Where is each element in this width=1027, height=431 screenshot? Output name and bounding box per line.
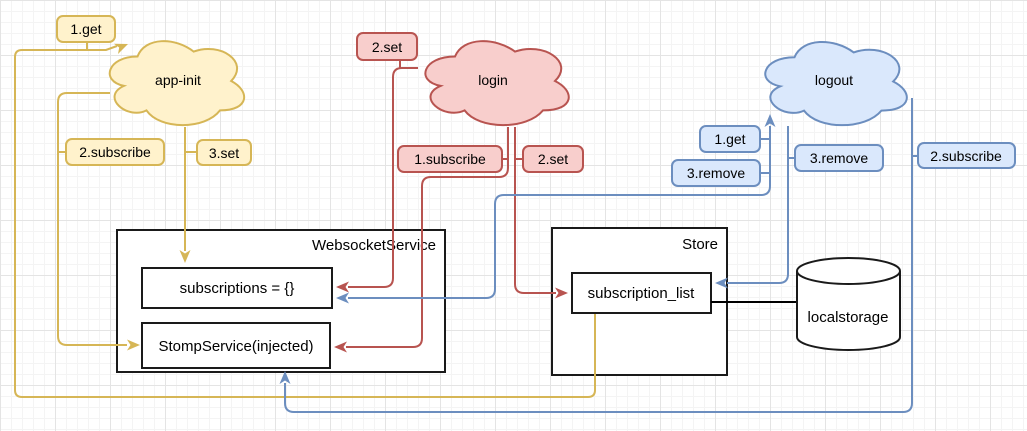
chip-logout-3remove-left-bg[interactable] bbox=[671, 159, 761, 187]
chip-logout-3remove-mid-bg[interactable] bbox=[794, 144, 884, 172]
edge-logout-remove-store bbox=[727, 126, 789, 284]
chip-logout-2subscribe-bg[interactable] bbox=[917, 142, 1016, 169]
login-cloud-shape[interactable] bbox=[424, 40, 570, 127]
chip-logout-3remove-mid[interactable]: 3.remove bbox=[794, 144, 884, 172]
chip-appinit-1get[interactable]: 1.get bbox=[56, 15, 116, 43]
login-cloud[interactable]: login bbox=[424, 40, 570, 127]
chip-logout-2subscribe[interactable]: 2.subscribe bbox=[917, 142, 1016, 169]
localstorage-cylinder[interactable]: localstorage bbox=[796, 257, 901, 351]
chip-appinit-3set[interactable]: 3.set bbox=[196, 139, 252, 166]
subscriptions-box[interactable]: subscriptions = {} bbox=[141, 267, 333, 309]
subscription-list-outline[interactable] bbox=[571, 272, 712, 314]
arrowhead-blue-into-sublist bbox=[715, 277, 728, 289]
edge-login-set-store bbox=[514, 127, 556, 294]
app-init-cloud-shape[interactable] bbox=[108, 40, 246, 127]
arrowhead-into-subscriptions-top bbox=[179, 250, 191, 263]
edge-login-subscribe bbox=[346, 127, 509, 348]
edge-appinit-subscribe bbox=[57, 92, 127, 346]
arrowhead-blue-into-subscriptions bbox=[336, 292, 349, 304]
subscription-list-box[interactable]: subscription_list bbox=[571, 272, 712, 314]
localstorage-label: localstorage bbox=[808, 309, 889, 326]
store-title: Store bbox=[682, 236, 718, 253]
stomp-service-box[interactable]: StompService(injected) bbox=[141, 322, 331, 369]
chip-logout-3remove-mid-label: 3.remove bbox=[810, 150, 869, 166]
subscriptions-outline[interactable] bbox=[141, 267, 333, 309]
logout-cloud[interactable]: logout bbox=[764, 41, 908, 127]
arrowhead-red-into-subscriptions bbox=[336, 281, 349, 293]
arrowhead-into-stomp-left bbox=[127, 339, 140, 351]
stomp-service-outline[interactable] bbox=[141, 322, 331, 369]
edge-logout-get-remove bbox=[348, 126, 771, 299]
app-init-cloud[interactable]: app-init bbox=[108, 40, 246, 127]
cylinder-top bbox=[796, 257, 901, 285]
chip-appinit-3set-label: 3.set bbox=[209, 145, 239, 161]
subscription-list-label: subscription_list bbox=[588, 285, 696, 302]
stomp-service-label: StompService(injected) bbox=[158, 338, 313, 355]
chip-login-2set-bottom[interactable]: 2.set bbox=[522, 145, 584, 173]
chip-logout-1get-label: 1.get bbox=[714, 131, 745, 147]
chip-appinit-1get-label: 1.get bbox=[70, 21, 101, 37]
arrowhead-blue-into-stomp-bottom bbox=[279, 371, 291, 384]
chip-appinit-2subscribe-label: 2.subscribe bbox=[79, 144, 151, 160]
chip-logout-3remove-left[interactable]: 3.remove bbox=[671, 159, 761, 187]
subscriptions-label: subscriptions = {} bbox=[180, 280, 295, 297]
chip-appinit-3set-bg[interactable] bbox=[196, 139, 252, 166]
chip-login-1subscribe[interactable]: 1.subscribe bbox=[397, 145, 503, 173]
chip-login-2set-top[interactable]: 2.set bbox=[356, 32, 418, 61]
chip-appinit-2subscribe-bg[interactable] bbox=[65, 138, 165, 166]
login-label: login bbox=[478, 72, 508, 88]
chip-login-2set-top-bg[interactable] bbox=[356, 32, 418, 61]
arrowhead-red-into-stomp bbox=[334, 341, 347, 353]
arrowhead-into-appinit bbox=[113, 43, 128, 54]
edge-appinit-get bbox=[14, 45, 596, 398]
chip-login-2set-top-label: 2.set bbox=[372, 39, 402, 55]
chip-logout-2subscribe-label: 2.subscribe bbox=[930, 148, 1002, 164]
edge-login-set-subscriptions bbox=[348, 67, 418, 288]
app-init-label: app-init bbox=[155, 72, 201, 88]
cylinder-body[interactable] bbox=[796, 271, 901, 351]
chip-login-2set-bottom-label: 2.set bbox=[538, 151, 568, 167]
logout-label: logout bbox=[815, 72, 853, 88]
chip-logout-1get-bg[interactable] bbox=[699, 125, 761, 153]
chip-appinit-2subscribe[interactable]: 2.subscribe bbox=[65, 138, 165, 166]
chip-login-1subscribe-bg[interactable] bbox=[397, 145, 503, 173]
websocket-service-title: WebsocketService bbox=[312, 237, 436, 254]
chip-login-1subscribe-label: 1.subscribe bbox=[414, 151, 486, 167]
arrowhead-red-into-sublist bbox=[555, 287, 568, 299]
chip-login-2set-bottom-bg[interactable] bbox=[522, 145, 584, 173]
chip-appinit-1get-bg[interactable] bbox=[56, 15, 116, 43]
logout-cloud-shape[interactable] bbox=[764, 41, 908, 127]
edge-logout-subscribe bbox=[284, 98, 913, 413]
arrowhead-blue-into-logout bbox=[764, 114, 776, 127]
chip-logout-1get[interactable]: 1.get bbox=[699, 125, 761, 153]
chip-logout-3remove-left-label: 3.remove bbox=[687, 165, 746, 181]
